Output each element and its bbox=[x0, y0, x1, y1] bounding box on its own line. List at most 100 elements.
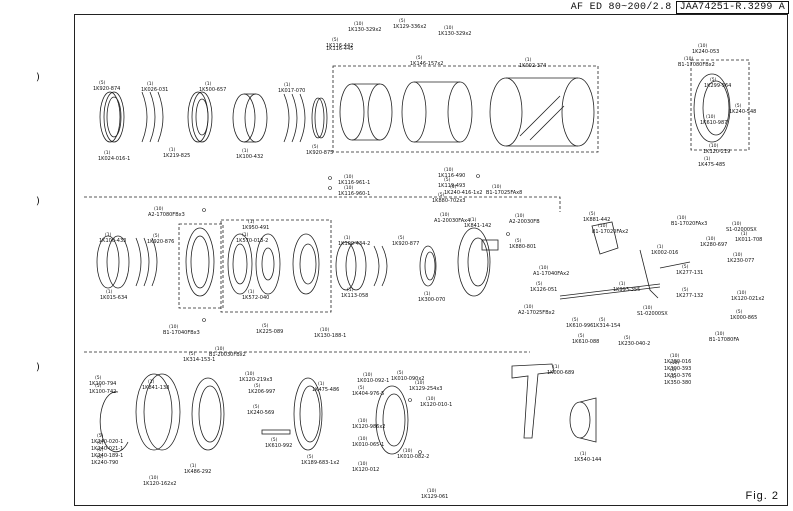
part-quantity: (5) bbox=[397, 371, 404, 376]
part-quantity: (10) bbox=[358, 462, 368, 467]
part-quantity: (1) bbox=[205, 82, 212, 87]
part-quantity: (1) bbox=[104, 151, 111, 156]
part-label: (5)1K230-040-2 bbox=[618, 336, 650, 347]
part-label: (5)1K240-790 bbox=[91, 455, 118, 466]
part-label: (5)1K920-876 bbox=[147, 234, 174, 245]
part-label: (5)1K240-189-1 bbox=[91, 448, 123, 459]
part-label: (10)B1-17080FA bbox=[709, 332, 739, 343]
part-code: 1K920-877 bbox=[392, 241, 420, 247]
part-code: 1K475-485 bbox=[698, 162, 726, 168]
part-quantity: (10) bbox=[154, 207, 164, 212]
part-code: 1K189-683-1x2 bbox=[301, 460, 340, 466]
ring-1k920-875 bbox=[311, 97, 328, 139]
part-quantity: (1) bbox=[190, 464, 197, 469]
part-quantity: (5) bbox=[332, 38, 339, 43]
part-code: 1K100-794 bbox=[89, 381, 117, 387]
part-code: 1K026-031 bbox=[141, 87, 169, 93]
part-label: (1)1K950-491 bbox=[242, 220, 269, 231]
part-code: B1-17080FA bbox=[709, 337, 740, 343]
part-code: 1K881-442 bbox=[583, 217, 611, 223]
part-quantity: (1) bbox=[344, 236, 351, 241]
part-quantity: (10) bbox=[698, 44, 708, 49]
diaphragm-plate-1k570-013-2 bbox=[227, 233, 253, 295]
part-code: 1K570-013-2 bbox=[236, 238, 269, 244]
part-label: (5)1K350-376 bbox=[664, 368, 691, 379]
group-box-diaphragm bbox=[220, 219, 332, 313]
part-code: S1-02000SX bbox=[726, 227, 757, 233]
part-code: 1K230-040-2 bbox=[618, 341, 651, 347]
part-quantity: (5) bbox=[262, 324, 269, 329]
part-quantity: (10) bbox=[643, 306, 653, 311]
part-code: 1K024-016-1 bbox=[98, 156, 131, 162]
part-quantity: (5) bbox=[670, 368, 677, 373]
part-code: 1K011-708 bbox=[735, 237, 763, 243]
lens-group-1k017-070 bbox=[283, 93, 306, 143]
part-code: 1K130-329x2 bbox=[438, 31, 472, 37]
part-quantity: (1) bbox=[424, 292, 431, 297]
part-label: (10)1K240-053 bbox=[692, 44, 719, 55]
part-quantity: (5) bbox=[682, 265, 689, 270]
screw-markers bbox=[202, 174, 510, 454]
part-label: (1)1K002-374 bbox=[519, 58, 546, 69]
part-label: (10)1K230-077 bbox=[727, 253, 754, 264]
group-line-mid bbox=[84, 196, 561, 212]
part-label: (1)1K002-016 bbox=[651, 245, 678, 256]
part-quantity: (10) bbox=[515, 214, 525, 219]
part-quantity: (5) bbox=[682, 288, 689, 293]
part-quantity: (1) bbox=[704, 157, 711, 162]
part-quantity: (10) bbox=[354, 22, 364, 27]
part-code: 1K240-020-1 bbox=[91, 439, 124, 445]
filter-ring-1k920-874 bbox=[99, 91, 125, 143]
part-label: (5)1K920-877 bbox=[392, 236, 419, 247]
part-quantity: (1) bbox=[148, 380, 155, 385]
part-label: (5)1K146-157x2 bbox=[410, 56, 444, 67]
part-quantity: (10) bbox=[706, 115, 716, 120]
part-label: (1)1K100-432 bbox=[236, 149, 263, 160]
part-code: 1K920-875 bbox=[306, 150, 334, 156]
part-code: 1K540-144 bbox=[574, 457, 602, 463]
part-quantity: (1) bbox=[147, 82, 154, 87]
part-quantity: (5) bbox=[95, 384, 102, 389]
part-code: 1K002-016 bbox=[651, 250, 679, 256]
group-box-main-barrel bbox=[332, 65, 599, 153]
part-code: 1K240-416-1x2 bbox=[444, 190, 483, 196]
part-quantity: (10) bbox=[363, 373, 373, 378]
part-label: (10)1K010-065-1 bbox=[352, 437, 384, 448]
part-label: (10)1K010-082-2 bbox=[397, 449, 429, 460]
part-code: 1K130-329x2 bbox=[348, 27, 382, 33]
part-code: 1K500-657 bbox=[199, 87, 227, 93]
lens-group-1k920-876 bbox=[135, 237, 158, 287]
part-code: 1K002-374 bbox=[519, 63, 547, 69]
part-label: (10)1K120-021x2 bbox=[731, 291, 765, 302]
part-code: 1K100-433 bbox=[99, 238, 127, 244]
part-quantity: (5) bbox=[97, 434, 104, 439]
part-label: (10)1K116-961-1 bbox=[338, 175, 370, 186]
part-quantity: (5) bbox=[97, 448, 104, 453]
barrel-tube-middle bbox=[401, 81, 473, 143]
part-label: (5)1K100-794 bbox=[89, 376, 116, 387]
part-label: (1)1K100-433 bbox=[99, 233, 126, 244]
part-quantity: (10) bbox=[215, 347, 225, 352]
part-code: 1K950-491 bbox=[242, 225, 270, 231]
part-label: (10)1K130-188-1 bbox=[314, 328, 346, 339]
part-quantity: (10) bbox=[732, 222, 742, 227]
lens-cell-1k100-432 bbox=[232, 93, 268, 143]
part-label: (1)1K000-689 bbox=[547, 365, 574, 376]
part-code: 1K010-092-1 bbox=[357, 378, 390, 384]
part-code: 1K880-702x3 bbox=[432, 198, 466, 204]
part-quantity: (10) bbox=[598, 224, 608, 229]
part-code: B1-17080FBx2 bbox=[678, 62, 715, 68]
part-label: (5)1K000-865 bbox=[730, 310, 757, 321]
part-quantity: (10) bbox=[415, 381, 425, 386]
part-quantity: (5) bbox=[416, 56, 423, 61]
part-label: (5)1K126-051 bbox=[530, 282, 557, 293]
part-quantity: (5) bbox=[450, 185, 457, 190]
barrel-tube-front bbox=[339, 83, 393, 141]
part-code: 1K120-162x2 bbox=[143, 481, 177, 487]
part-label: (10)1K010-092-1 bbox=[357, 373, 389, 384]
part-quantity: (10) bbox=[320, 328, 330, 333]
part-code: 1K240-569 bbox=[247, 410, 275, 416]
part-code: 1K129-254x3 bbox=[409, 386, 443, 392]
part-code: 1K129-336x2 bbox=[393, 24, 427, 30]
part-label: (1)1K300-070 bbox=[418, 292, 445, 303]
